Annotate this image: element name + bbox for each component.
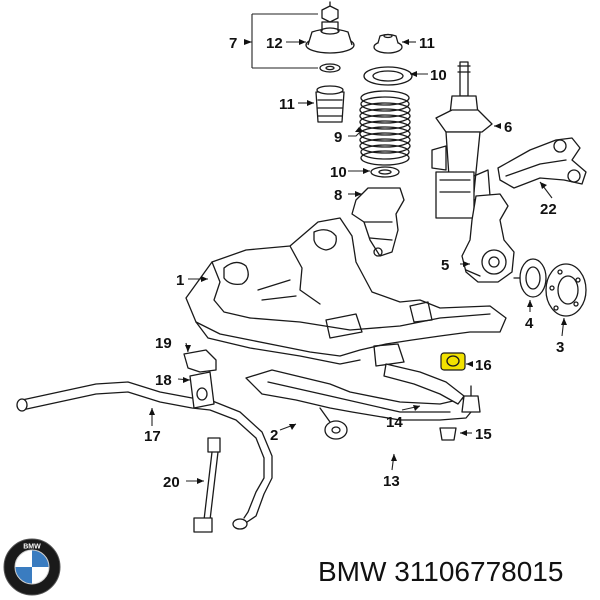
bearing-part bbox=[319, 63, 341, 73]
strut-top-mount-part bbox=[305, 21, 355, 54]
shock-strut-part bbox=[431, 61, 493, 219]
callout-11: 11 bbox=[279, 96, 295, 113]
callout-5: 5 bbox=[441, 257, 449, 274]
callout-2: 2 bbox=[270, 427, 278, 444]
stabilizer-bushing-part bbox=[189, 371, 215, 409]
wheel-hub-part bbox=[545, 263, 587, 317]
callout-10-upper: 10 bbox=[430, 67, 447, 84]
callout-20: 19 bbox=[155, 335, 172, 352]
callout-1: 1 bbox=[176, 272, 184, 289]
front-subframe-part bbox=[185, 217, 507, 367]
stabilizer-bushing-bracket-part bbox=[183, 349, 217, 373]
top-nut-part bbox=[321, 1, 339, 23]
callout-19: 18 bbox=[155, 372, 172, 389]
callout-17: 16 bbox=[475, 357, 492, 374]
bump-stop-part bbox=[315, 85, 345, 123]
coil-spring-part bbox=[359, 90, 411, 166]
bmw-logo: BMW bbox=[3, 538, 61, 596]
steering-knuckle-part bbox=[461, 193, 515, 283]
callout-12: 11 bbox=[419, 35, 435, 52]
part-number-caption: BMW 31106778015 bbox=[318, 556, 564, 587]
thrust-arm-part bbox=[383, 363, 465, 405]
callout-9: 9 bbox=[334, 129, 342, 146]
lower-spring-pad-part bbox=[370, 166, 400, 178]
callout-3: 3 bbox=[556, 339, 564, 356]
callout-labels: 7 12 11 10 11 9 10 8 6 22 5 4 3 1 16 14 … bbox=[144, 35, 564, 491]
callout-7: 7 bbox=[229, 35, 237, 52]
highlighted-bushing-part bbox=[440, 352, 466, 371]
callout-16: 15 bbox=[475, 426, 492, 443]
upper-control-arm-part bbox=[497, 137, 587, 189]
wheel-bearing-part bbox=[513, 258, 547, 298]
upper-spring-pad-part bbox=[373, 33, 403, 54]
callout-18: 17 bbox=[144, 428, 161, 445]
callout-14: 13 bbox=[383, 473, 400, 490]
upper-spring-seat-part bbox=[363, 66, 413, 86]
stabilizer-link-bracket-part bbox=[351, 187, 405, 257]
callout-22: 22 bbox=[540, 201, 557, 218]
callout-15: 14 bbox=[386, 414, 403, 431]
stabilizer-link-part bbox=[193, 437, 221, 533]
callout-13: 12 bbox=[266, 35, 283, 52]
callout-10-lower: 10 bbox=[330, 164, 347, 181]
ball-joint-part bbox=[439, 385, 481, 441]
bmw-logo-letters: BMW bbox=[23, 544, 41, 551]
callout-arrowheads bbox=[149, 39, 567, 484]
callout-4: 4 bbox=[525, 315, 534, 332]
callout-8: 8 bbox=[334, 187, 342, 204]
stabilizer-bar-part bbox=[16, 381, 273, 530]
callout-6: 6 bbox=[504, 119, 512, 136]
callout-21: 20 bbox=[163, 474, 180, 491]
